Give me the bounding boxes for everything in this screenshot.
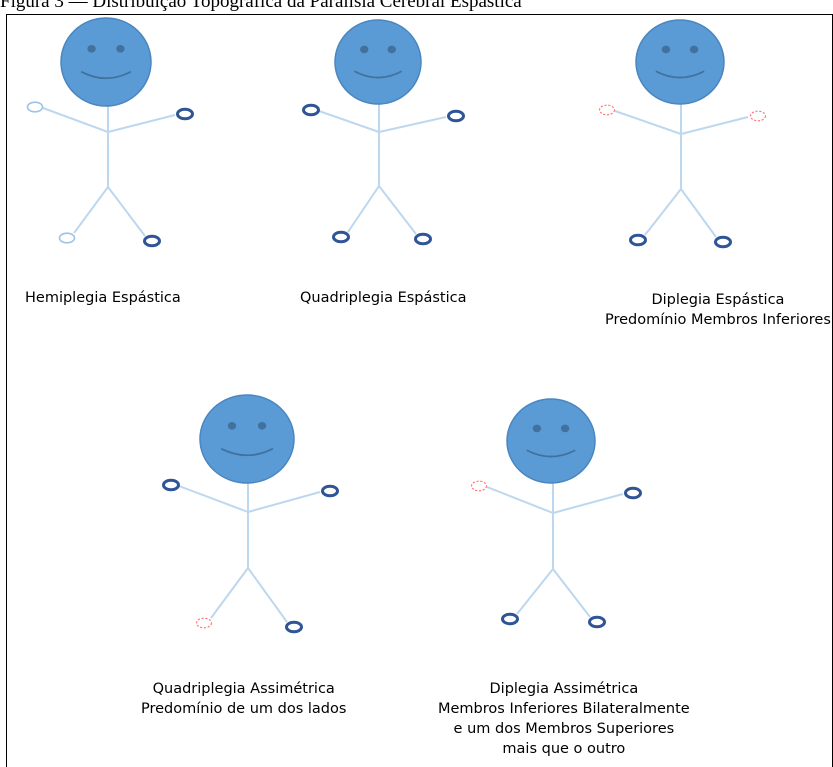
head-icon — [199, 394, 295, 484]
right-leg-line — [378, 185, 417, 235]
stick-figure — [470, 398, 642, 629]
figure-label-line: Quadriplegia Assimétrica — [152, 681, 335, 697]
left-foot-marker — [332, 230, 350, 244]
figure-label-line: Diplegia Espástica — [651, 292, 785, 308]
left-hand-marker — [162, 478, 180, 492]
right-eye — [387, 45, 396, 54]
right-hand-marker — [749, 110, 767, 122]
smile — [655, 70, 705, 79]
left-foot-marker — [195, 617, 213, 629]
left-arm-line — [42, 107, 109, 133]
right-hand-marker — [176, 107, 194, 121]
right-eye — [689, 45, 699, 54]
left-eye — [532, 424, 542, 433]
stick-figure — [302, 19, 465, 246]
right-arm-line — [680, 116, 749, 135]
right-eye — [560, 424, 570, 433]
left-hand-marker — [302, 103, 320, 117]
figure-label-line: Predomínio Membros Inferiores — [605, 312, 831, 328]
left-hand-marker — [26, 101, 44, 113]
right-foot-marker — [285, 620, 303, 634]
left-arm-line — [614, 110, 682, 135]
stick-figure — [162, 394, 339, 634]
left-leg-line — [516, 568, 554, 615]
smile — [220, 447, 274, 457]
figure-label-line: e um dos Membros Superiores — [453, 721, 675, 737]
figure-label-line: Diplegia Assimétrica — [489, 681, 639, 697]
right-foot-marker — [588, 615, 606, 629]
left-foot-marker — [501, 612, 519, 626]
stick-figure — [26, 17, 194, 248]
right-leg-line — [247, 567, 288, 623]
left-foot-marker — [629, 233, 647, 247]
right-hand-marker — [447, 109, 465, 123]
figure-label-line: Quadriplegia Espástica — [300, 290, 467, 306]
right-foot-marker — [143, 234, 161, 248]
left-eye — [87, 45, 96, 53]
left-leg-line — [644, 188, 682, 236]
right-hand-marker — [321, 484, 339, 498]
right-eye — [116, 45, 125, 53]
left-arm-line — [178, 485, 249, 513]
right-leg-line — [680, 188, 717, 238]
figure-label-line: mais que o outro — [502, 741, 626, 757]
right-arm-line — [552, 493, 624, 514]
left-arm-line — [486, 486, 554, 514]
right-hand-marker — [624, 486, 642, 500]
figure-caption: Figura 3 — Distribuição Topográfica da P… — [0, 0, 522, 12]
left-leg-line — [210, 567, 249, 619]
head-icon — [334, 19, 422, 105]
figure-label: Hemiplegia Espástica — [25, 288, 181, 308]
head-icon — [506, 398, 596, 484]
right-foot-marker — [714, 235, 732, 249]
right-arm-line — [107, 114, 176, 133]
smile — [353, 70, 403, 79]
smile — [80, 70, 132, 80]
figure-label: Quadriplegia Espástica — [300, 288, 467, 308]
figure-label-line: Hemiplegia Espástica — [25, 290, 181, 306]
left-eye — [227, 422, 237, 430]
figure-label-line: Predomínio de um dos lados — [141, 701, 347, 717]
right-eye — [257, 422, 267, 430]
right-leg-line — [552, 568, 591, 618]
smile — [526, 449, 576, 458]
right-leg-line — [107, 186, 146, 237]
stick-figure — [598, 19, 767, 249]
left-hand-marker — [470, 480, 488, 492]
right-foot-marker — [414, 232, 432, 246]
head-icon — [60, 17, 152, 107]
left-leg-line — [73, 186, 109, 234]
left-eye — [661, 45, 671, 54]
figure-label-line: Membros Inferiores Bilateralmente — [438, 701, 690, 717]
left-leg-line — [347, 185, 380, 233]
right-arm-line — [378, 116, 447, 133]
left-hand-marker — [598, 104, 616, 116]
right-arm-line — [247, 491, 321, 513]
head-icon — [635, 19, 725, 105]
left-eye — [360, 45, 369, 54]
left-arm-line — [318, 110, 380, 133]
left-foot-marker — [58, 232, 76, 244]
